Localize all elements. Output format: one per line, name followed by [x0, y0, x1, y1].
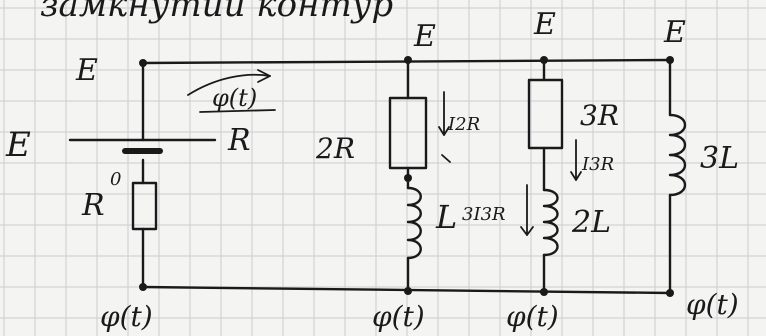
label-i3r: I3R	[581, 154, 614, 175]
current-arrows	[438, 91, 582, 236]
label-node-left: E	[5, 125, 31, 165]
phi-arrow	[187, 69, 271, 96]
scribble-mark	[441, 154, 451, 163]
inductor-3l	[668, 113, 687, 197]
battery-symbol	[68, 138, 217, 154]
label-2l: 2L	[571, 205, 611, 240]
label-3r: 3R	[580, 99, 619, 132]
label-3l: 3L	[700, 141, 739, 176]
node-bottom-left	[139, 283, 147, 291]
label-bottom-3: φ(t)	[506, 300, 559, 333]
label-small-r: R	[81, 188, 105, 223]
label-small-r-zero: 0	[110, 169, 121, 190]
label-2r: 2R	[315, 132, 355, 165]
node-bottom-mid2	[540, 288, 548, 296]
node-bottom-mid	[404, 287, 412, 295]
label-node-top-mid: E	[413, 19, 436, 54]
node-bottom-right	[666, 289, 674, 297]
label-node-top-right: E	[663, 15, 686, 50]
resistor-2r	[388, 96, 428, 170]
header-text: замкнутий контур	[40, 0, 393, 25]
node-top-left	[139, 59, 147, 67]
node-top-mid	[404, 56, 412, 64]
label-node-top-left: E	[75, 53, 98, 88]
label-bottom-1: φ(t)	[100, 300, 153, 333]
label-source-phi: φ(t)	[212, 84, 257, 112]
label-source-r: R	[227, 123, 251, 158]
label-3i3r: 3I3R	[462, 204, 506, 225]
inductor-l	[406, 186, 422, 260]
nodes	[139, 56, 674, 297]
label-i2r: I2R	[447, 114, 480, 135]
node-branch2-mid	[404, 174, 412, 182]
resistor-left	[131, 181, 158, 231]
label-bottom-4: φ(t)	[686, 288, 739, 321]
label-bottom-2: φ(t)	[372, 300, 425, 333]
resistor-3r	[527, 78, 564, 150]
label-inductor-l: L	[435, 198, 457, 236]
inductor-2l	[542, 188, 559, 257]
node-top-right	[666, 56, 674, 64]
node-top-mid2	[540, 56, 548, 64]
label-node-top-mid2: E	[533, 7, 556, 42]
fraction-line	[199, 109, 276, 113]
